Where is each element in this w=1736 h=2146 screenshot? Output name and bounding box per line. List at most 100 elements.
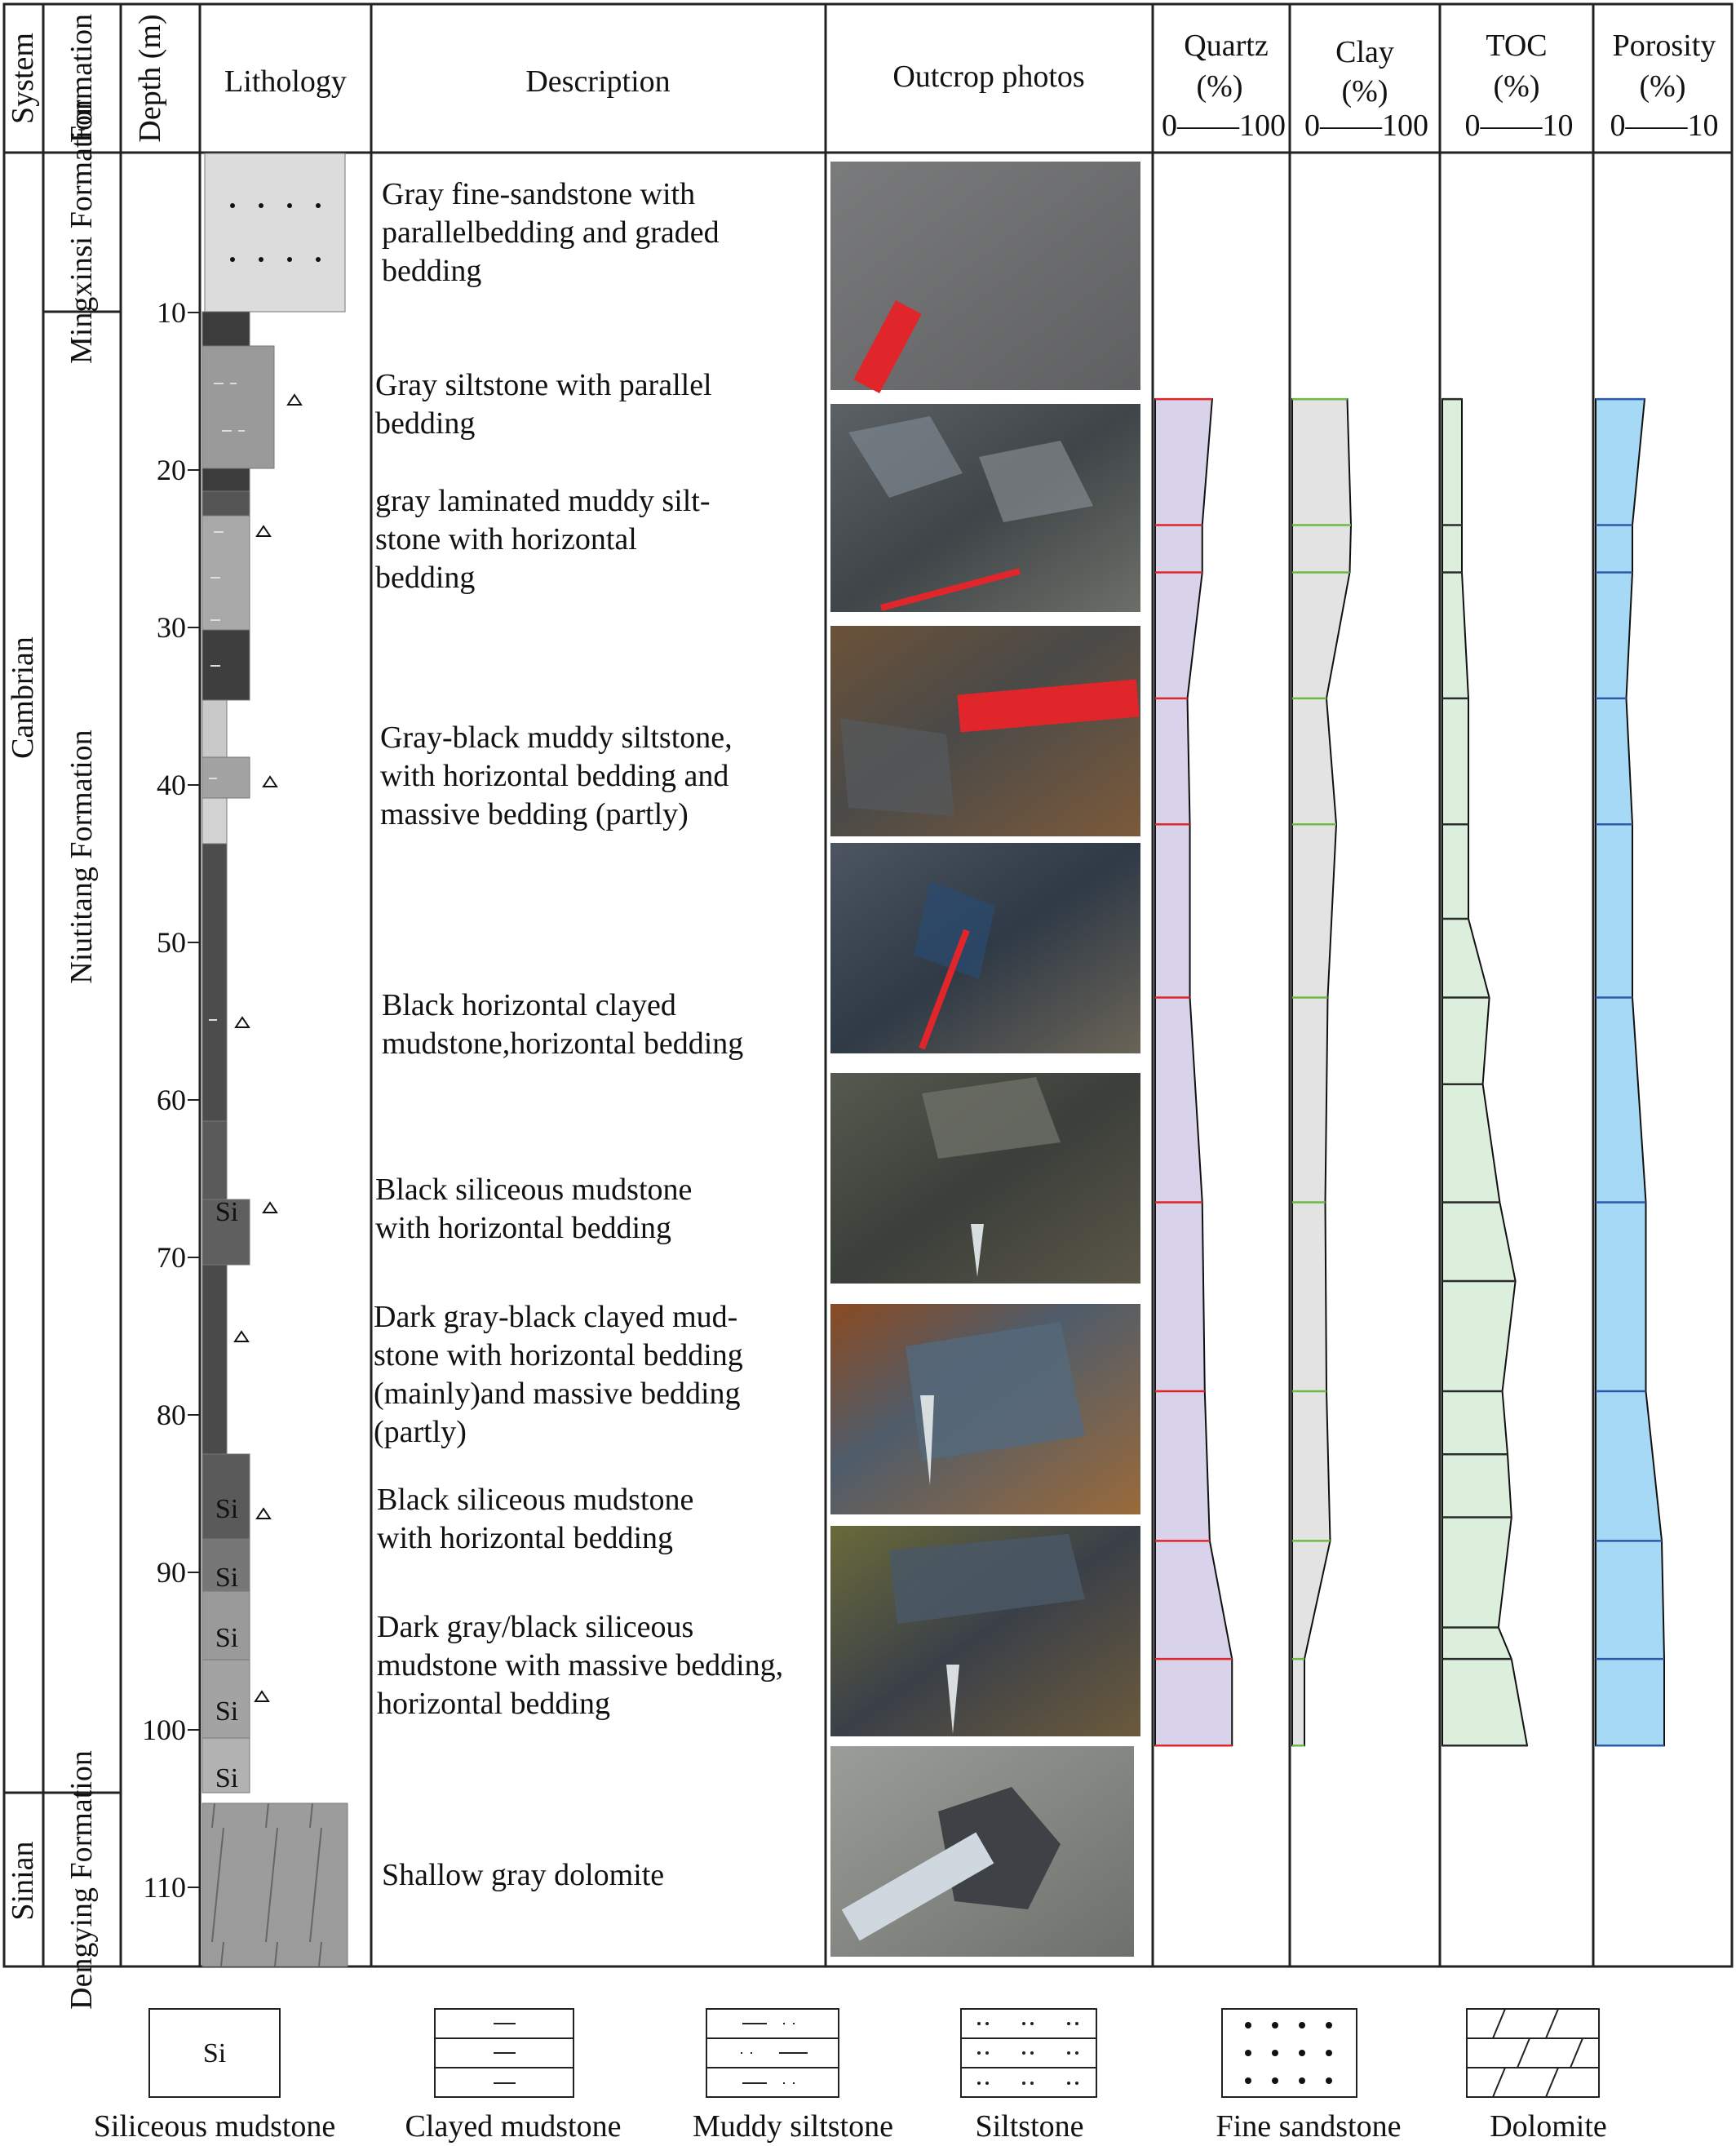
description-text: Gray fine-sandstone with parallelbedding … bbox=[382, 177, 720, 288]
depth-tick-label: 110 bbox=[143, 1871, 186, 1904]
outcrop-photo-muddy-siltstone bbox=[830, 626, 1140, 836]
formation-dengying: Dengying Formation bbox=[64, 1750, 99, 2010]
depth-tick-label: 60 bbox=[157, 1084, 186, 1116]
formation-column: Mingxinsi Formation Niutitang Formation … bbox=[64, 100, 99, 2010]
header-porosity-unit: (%) bbox=[1640, 69, 1686, 104]
description-line: Gray siltstone with parallel bbox=[375, 368, 712, 402]
geochem-curves bbox=[1154, 397, 1665, 1747]
header-toc-unit: (%) bbox=[1494, 69, 1540, 104]
lith-fine-sandstone bbox=[204, 153, 346, 313]
header-formation: Formation bbox=[64, 14, 99, 143]
dolomite-pattern bbox=[202, 1802, 348, 1967]
description-line: bedding bbox=[382, 254, 481, 288]
depth-tick-label: 40 bbox=[157, 769, 186, 801]
description-line: stone with horizontal bbox=[375, 522, 637, 556]
outcrop-photo-siliceous-mudstone-2 bbox=[830, 1526, 1140, 1736]
lith-layer bbox=[202, 699, 228, 758]
table-frame bbox=[2, 2, 1734, 1968]
header-clay-unit: (%) bbox=[1342, 74, 1388, 109]
description-line: with horizontal bedding bbox=[375, 1211, 671, 1245]
description-line: Black siliceous mudstone bbox=[375, 1173, 692, 1207]
header-description: Description bbox=[525, 64, 670, 99]
curve-quartz-area bbox=[1154, 398, 1233, 1747]
outcrop-photo-siliceous-mudstone-1 bbox=[830, 1073, 1140, 1284]
lithology-column bbox=[202, 153, 348, 1967]
header-lithology: Lithology bbox=[224, 64, 347, 99]
lith-siliceous-mudstone bbox=[202, 1590, 250, 1660]
description-text: Black horizontal clayed mudstone,horizont… bbox=[382, 988, 743, 1061]
lith-clayed-mudstone bbox=[202, 1120, 228, 1200]
outcrop-photo-sandstone bbox=[830, 162, 1140, 394]
description-line: Dark gray/black siliceous bbox=[377, 1610, 693, 1644]
legend-label-siltstone: Siltstone bbox=[975, 2109, 1083, 2144]
outcrop-photo-clayed-mudstone-2 bbox=[830, 1304, 1140, 1514]
depth-tick-label: 70 bbox=[157, 1241, 186, 1274]
lithology-dash-marks bbox=[209, 383, 245, 1021]
legend-label-dolomite: Dolomite bbox=[1490, 2109, 1607, 2144]
header-porosity-scale: 0——10 bbox=[1610, 109, 1719, 143]
description-line: Dark gray-black clayed mud- bbox=[374, 1300, 737, 1334]
formation-niutitang: Niutitang Formation bbox=[64, 729, 99, 983]
description-line: (partly) bbox=[374, 1415, 467, 1449]
header-toc: TOC bbox=[1486, 29, 1547, 63]
depth-tick-label: 100 bbox=[142, 1714, 186, 1746]
description-line: parallelbedding and graded bbox=[382, 215, 720, 250]
description-text: gray laminated muddy silt-stone with hor… bbox=[375, 484, 711, 595]
description-text: Black siliceous mudstone with horizontal … bbox=[375, 1173, 692, 1245]
depth-tick-label: 90 bbox=[157, 1556, 186, 1589]
description-line: gray laminated muddy silt- bbox=[375, 484, 711, 518]
lith-siliceous-mudstone bbox=[202, 1453, 250, 1540]
header-depth: Depth (m) bbox=[133, 14, 167, 142]
legend-label-siliceous-mudstone: Siliceous mudstone bbox=[94, 2109, 336, 2144]
system-cambrian: Cambrian bbox=[6, 636, 40, 759]
description-line: Gray-black muddy siltstone, bbox=[380, 721, 733, 755]
curve-clay-area bbox=[1291, 398, 1353, 1747]
depth-tick-label: 80 bbox=[157, 1399, 186, 1431]
description-line: bedding bbox=[375, 561, 475, 595]
header-quartz: Quartz bbox=[1184, 29, 1268, 63]
lithology-si-label: Si bbox=[215, 1197, 238, 1227]
legend-item-clayed-mudstone: Clayed mudstone bbox=[405, 2008, 622, 2144]
description-line: Gray fine-sandstone with bbox=[382, 177, 695, 211]
lith-layer bbox=[202, 490, 250, 517]
header-quartz-scale: 0——100 bbox=[1162, 109, 1286, 143]
description-line: bedding bbox=[375, 406, 475, 441]
description-column: Gray fine-sandstone with parallelbedding … bbox=[374, 177, 783, 1892]
legend-label-fine-sandstone: Fine sandstone bbox=[1216, 2109, 1402, 2144]
description-line: Black siliceous mudstone bbox=[377, 1483, 693, 1517]
description-line: stone with horizontal bedding bbox=[374, 1338, 743, 1372]
description-line: mudstone,horizontal bedding bbox=[382, 1026, 743, 1061]
system-column: Cambrian Sinian bbox=[6, 636, 40, 1920]
header-toc-scale: 0——10 bbox=[1465, 109, 1574, 143]
sample-markers bbox=[233, 393, 303, 1702]
legend-label-muddy-siltstone: Muddy siltstone bbox=[693, 2109, 893, 2144]
lithology-si-label: Si bbox=[215, 1763, 238, 1794]
description-line: Black horizontal clayed bbox=[382, 988, 676, 1022]
lith-layer bbox=[202, 468, 250, 492]
header-system: System bbox=[6, 33, 40, 124]
description-line: massive bedding (partly) bbox=[380, 797, 689, 831]
curve-toc-area bbox=[1442, 398, 1529, 1747]
lith-siliceous-mudstone bbox=[202, 1659, 250, 1739]
description-text: Gray-black muddy siltstone,with horizont… bbox=[380, 721, 733, 831]
legend-item-muddy-siltstone: Muddy siltstone bbox=[693, 2008, 893, 2144]
description-text: Dark gray-black clayed mud-stone with ho… bbox=[374, 1300, 743, 1449]
lith-siliceous-mudstone bbox=[202, 1538, 250, 1592]
curve-porosity-area bbox=[1595, 398, 1665, 1747]
description-text: Gray siltstone with parallel bedding bbox=[375, 368, 712, 441]
header-quartz-unit: (%) bbox=[1197, 69, 1243, 104]
lith-layer bbox=[202, 311, 250, 347]
lith-layer bbox=[202, 797, 228, 845]
lithology-si-label: Si bbox=[215, 1696, 238, 1727]
depth-tick-label: 10 bbox=[157, 296, 186, 329]
legend-label-clayed-mudstone: Clayed mudstone bbox=[405, 2109, 622, 2144]
lithology-si-label: Si bbox=[215, 1494, 238, 1524]
lith-layer bbox=[202, 629, 250, 701]
description-line: (mainly)and massive bedding bbox=[374, 1377, 741, 1411]
description-line: Shallow gray dolomite bbox=[382, 1858, 664, 1892]
